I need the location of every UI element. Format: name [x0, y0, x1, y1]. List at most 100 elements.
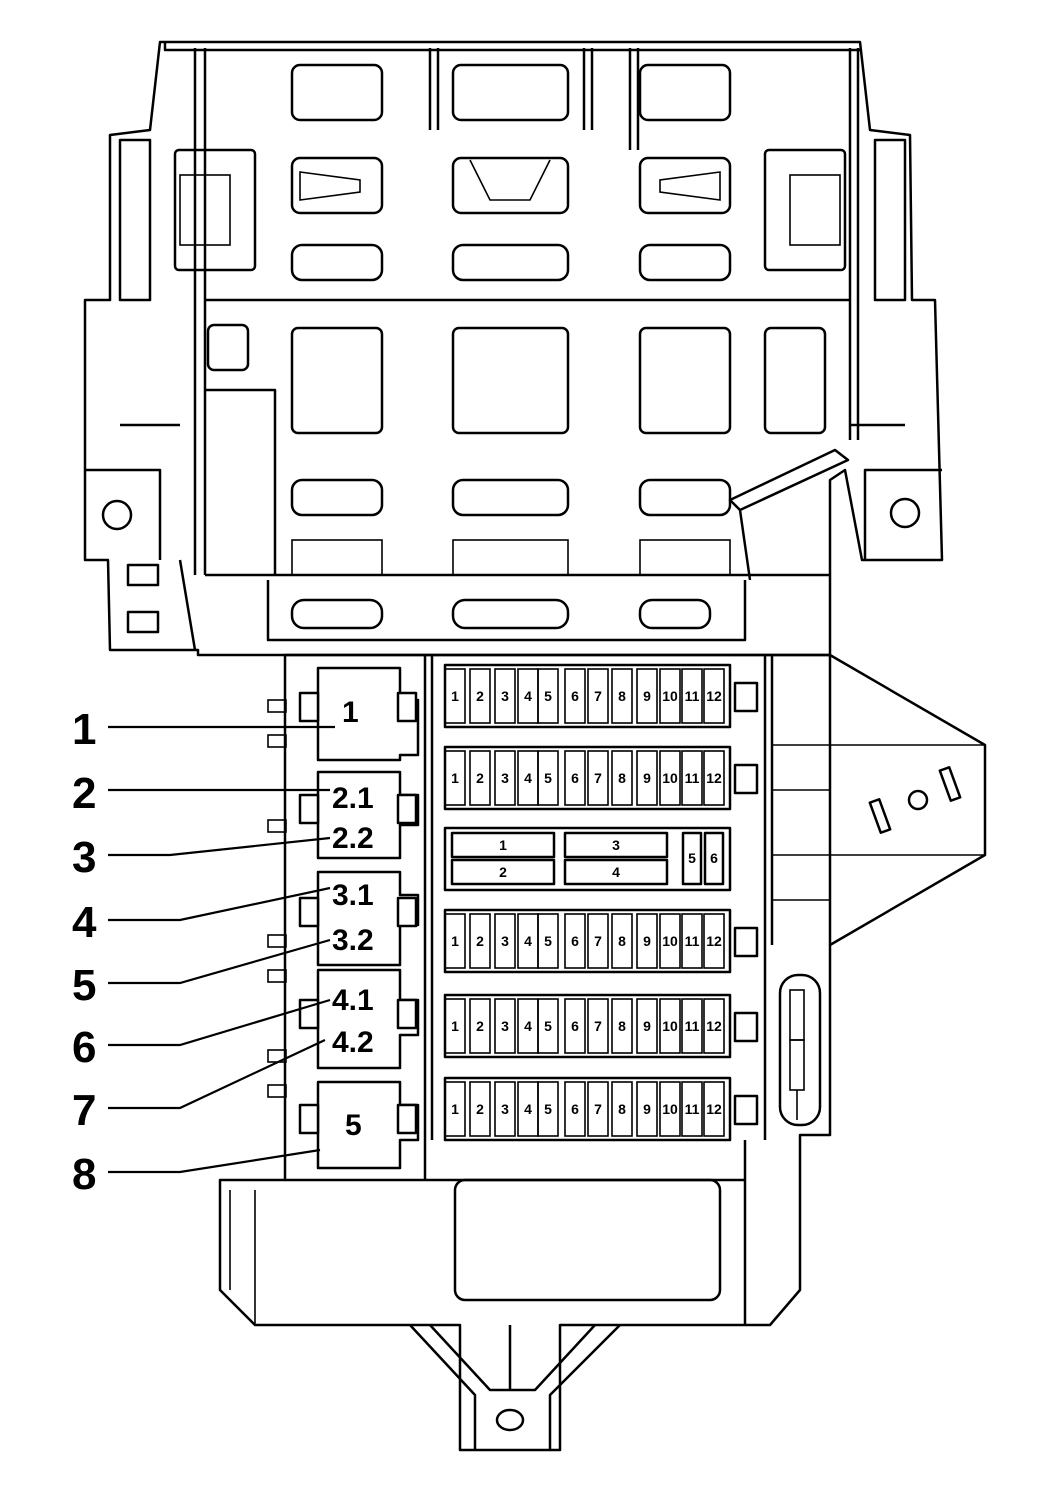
fuse-slot — [611, 998, 633, 1054]
fuse-slot — [564, 913, 586, 969]
relay-label-3-1: 3.1 — [332, 879, 374, 912]
fuse-slot-label: 2 — [476, 933, 484, 949]
fuse-slot-label: 1 — [451, 1101, 459, 1117]
fuse-slot — [537, 998, 559, 1054]
relay-label-3-2: 3.2 — [332, 924, 374, 957]
fuse-slot-label: 6 — [571, 688, 579, 704]
fuse-slot-label: 6 — [571, 1018, 579, 1034]
callout-leaders — [108, 725, 335, 1174]
fuse-slot-label: 10 — [662, 1101, 678, 1117]
maxi-label-6: 6 — [710, 850, 718, 866]
fuse-slot — [494, 668, 516, 724]
relay-5 — [316, 1080, 420, 1170]
callout-4: 4 — [72, 898, 97, 947]
fuse-slot — [469, 1081, 491, 1137]
fuse-slot — [537, 750, 559, 806]
strip-connector — [733, 763, 759, 795]
fuse-slot-label: 3 — [501, 688, 509, 704]
fuse-slot — [611, 668, 633, 724]
relay-label-2-2: 2.2 — [332, 822, 374, 855]
fuse-slot — [681, 668, 703, 724]
relay-column: 1 2.1 2.2 3.1 3.2 4.1 4.2 5 — [298, 666, 420, 1170]
fuse-slot — [587, 668, 609, 724]
maxi-label-3: 3 — [612, 837, 620, 853]
fuse-slot — [469, 998, 491, 1054]
relay-label-1: 1 — [342, 696, 359, 729]
fuse-slot — [564, 750, 586, 806]
fuse-slot — [444, 1081, 466, 1137]
fuse-slot — [636, 668, 658, 724]
fuse-slot-label: 9 — [643, 688, 651, 704]
fuse-slot-label: 5 — [544, 688, 552, 704]
fuse-slot-label: 10 — [662, 770, 678, 786]
fuse-slot-label: 9 — [643, 933, 651, 949]
fuse-slot — [659, 750, 681, 806]
relay-3 — [316, 870, 420, 967]
fuse-slot-label: 1 — [451, 933, 459, 949]
relay-label-4-1: 4.1 — [332, 984, 374, 1017]
fuse-slot-label: 7 — [594, 933, 602, 949]
fuse-slot-label: 12 — [706, 933, 722, 949]
fuse-slot — [494, 913, 516, 969]
fuse-slot — [444, 668, 466, 724]
fuse-slot-label: 12 — [706, 770, 722, 786]
fuse-slot-label: 8 — [618, 1018, 626, 1034]
relay-label-5: 5 — [345, 1109, 362, 1142]
upper-bracket — [83, 40, 944, 657]
fuse-slot — [636, 1081, 658, 1137]
strip-connector — [733, 1011, 759, 1043]
fuse-slot-label: 8 — [618, 933, 626, 949]
fuse-slot-label: 4 — [524, 688, 532, 704]
fuse-slot — [587, 750, 609, 806]
fuse-slot-label: 11 — [685, 1018, 700, 1034]
fuse-slot — [444, 998, 466, 1054]
fuse-slot-label: 3 — [501, 1018, 509, 1034]
fuse-slot — [611, 750, 633, 806]
fuse-slot-label: 7 — [594, 770, 602, 786]
fuse-slot-label: 5 — [544, 1101, 552, 1117]
fuse-slot — [444, 913, 466, 969]
fuse-slot-label: 3 — [501, 1101, 509, 1117]
relay-4 — [316, 968, 420, 1070]
fuse-slot-label: 9 — [643, 1018, 651, 1034]
fuse-slot-label: 1 — [451, 770, 459, 786]
fuse-slot — [587, 913, 609, 969]
relay-1 — [316, 666, 420, 762]
fuse-slot-label: 7 — [594, 1018, 602, 1034]
fuse-slot-label: 5 — [544, 770, 552, 786]
fuse-slot-label: 9 — [643, 1101, 651, 1117]
fuse-slot-label: 11 — [685, 1101, 700, 1117]
fuse-slot — [681, 750, 703, 806]
fuse-slot-label: 12 — [706, 1018, 722, 1034]
fuse-slot-label: 2 — [476, 1101, 484, 1117]
callout-5: 5 — [72, 961, 96, 1010]
fuse-slot — [469, 668, 491, 724]
fuse-slot-label: 5 — [544, 1018, 552, 1034]
fuse-slot — [564, 1081, 586, 1137]
fuse-slot — [681, 998, 703, 1054]
fuse-slot — [681, 913, 703, 969]
strip-connector — [733, 926, 759, 958]
fuse-slot — [703, 913, 725, 969]
callout-3: 3 — [72, 833, 96, 882]
fuse-slot-label: 11 — [685, 770, 700, 786]
fuse-slot-label: 7 — [594, 1101, 602, 1117]
fuse-slot-label: 6 — [571, 933, 579, 949]
fuse-slot — [636, 913, 658, 969]
fuse-slot-label: 4 — [524, 1101, 532, 1117]
fuse-slot-label: 2 — [476, 1018, 484, 1034]
callout-8: 8 — [72, 1150, 96, 1199]
fuse-slot-label: 8 — [618, 770, 626, 786]
fuse-slot-label: 8 — [618, 688, 626, 704]
callout-6: 6 — [72, 1023, 96, 1072]
fuse-slot — [611, 913, 633, 969]
fuse-slot-label: 4 — [524, 770, 532, 786]
fuse-slot-label: 10 — [662, 688, 678, 704]
callout-7: 7 — [72, 1086, 96, 1135]
fuse-slot-label: 10 — [662, 1018, 678, 1034]
fuse-slot — [636, 998, 658, 1054]
fuse-slot — [703, 998, 725, 1054]
fuse-slot-label: 5 — [544, 933, 552, 949]
fuse-slot — [469, 750, 491, 806]
